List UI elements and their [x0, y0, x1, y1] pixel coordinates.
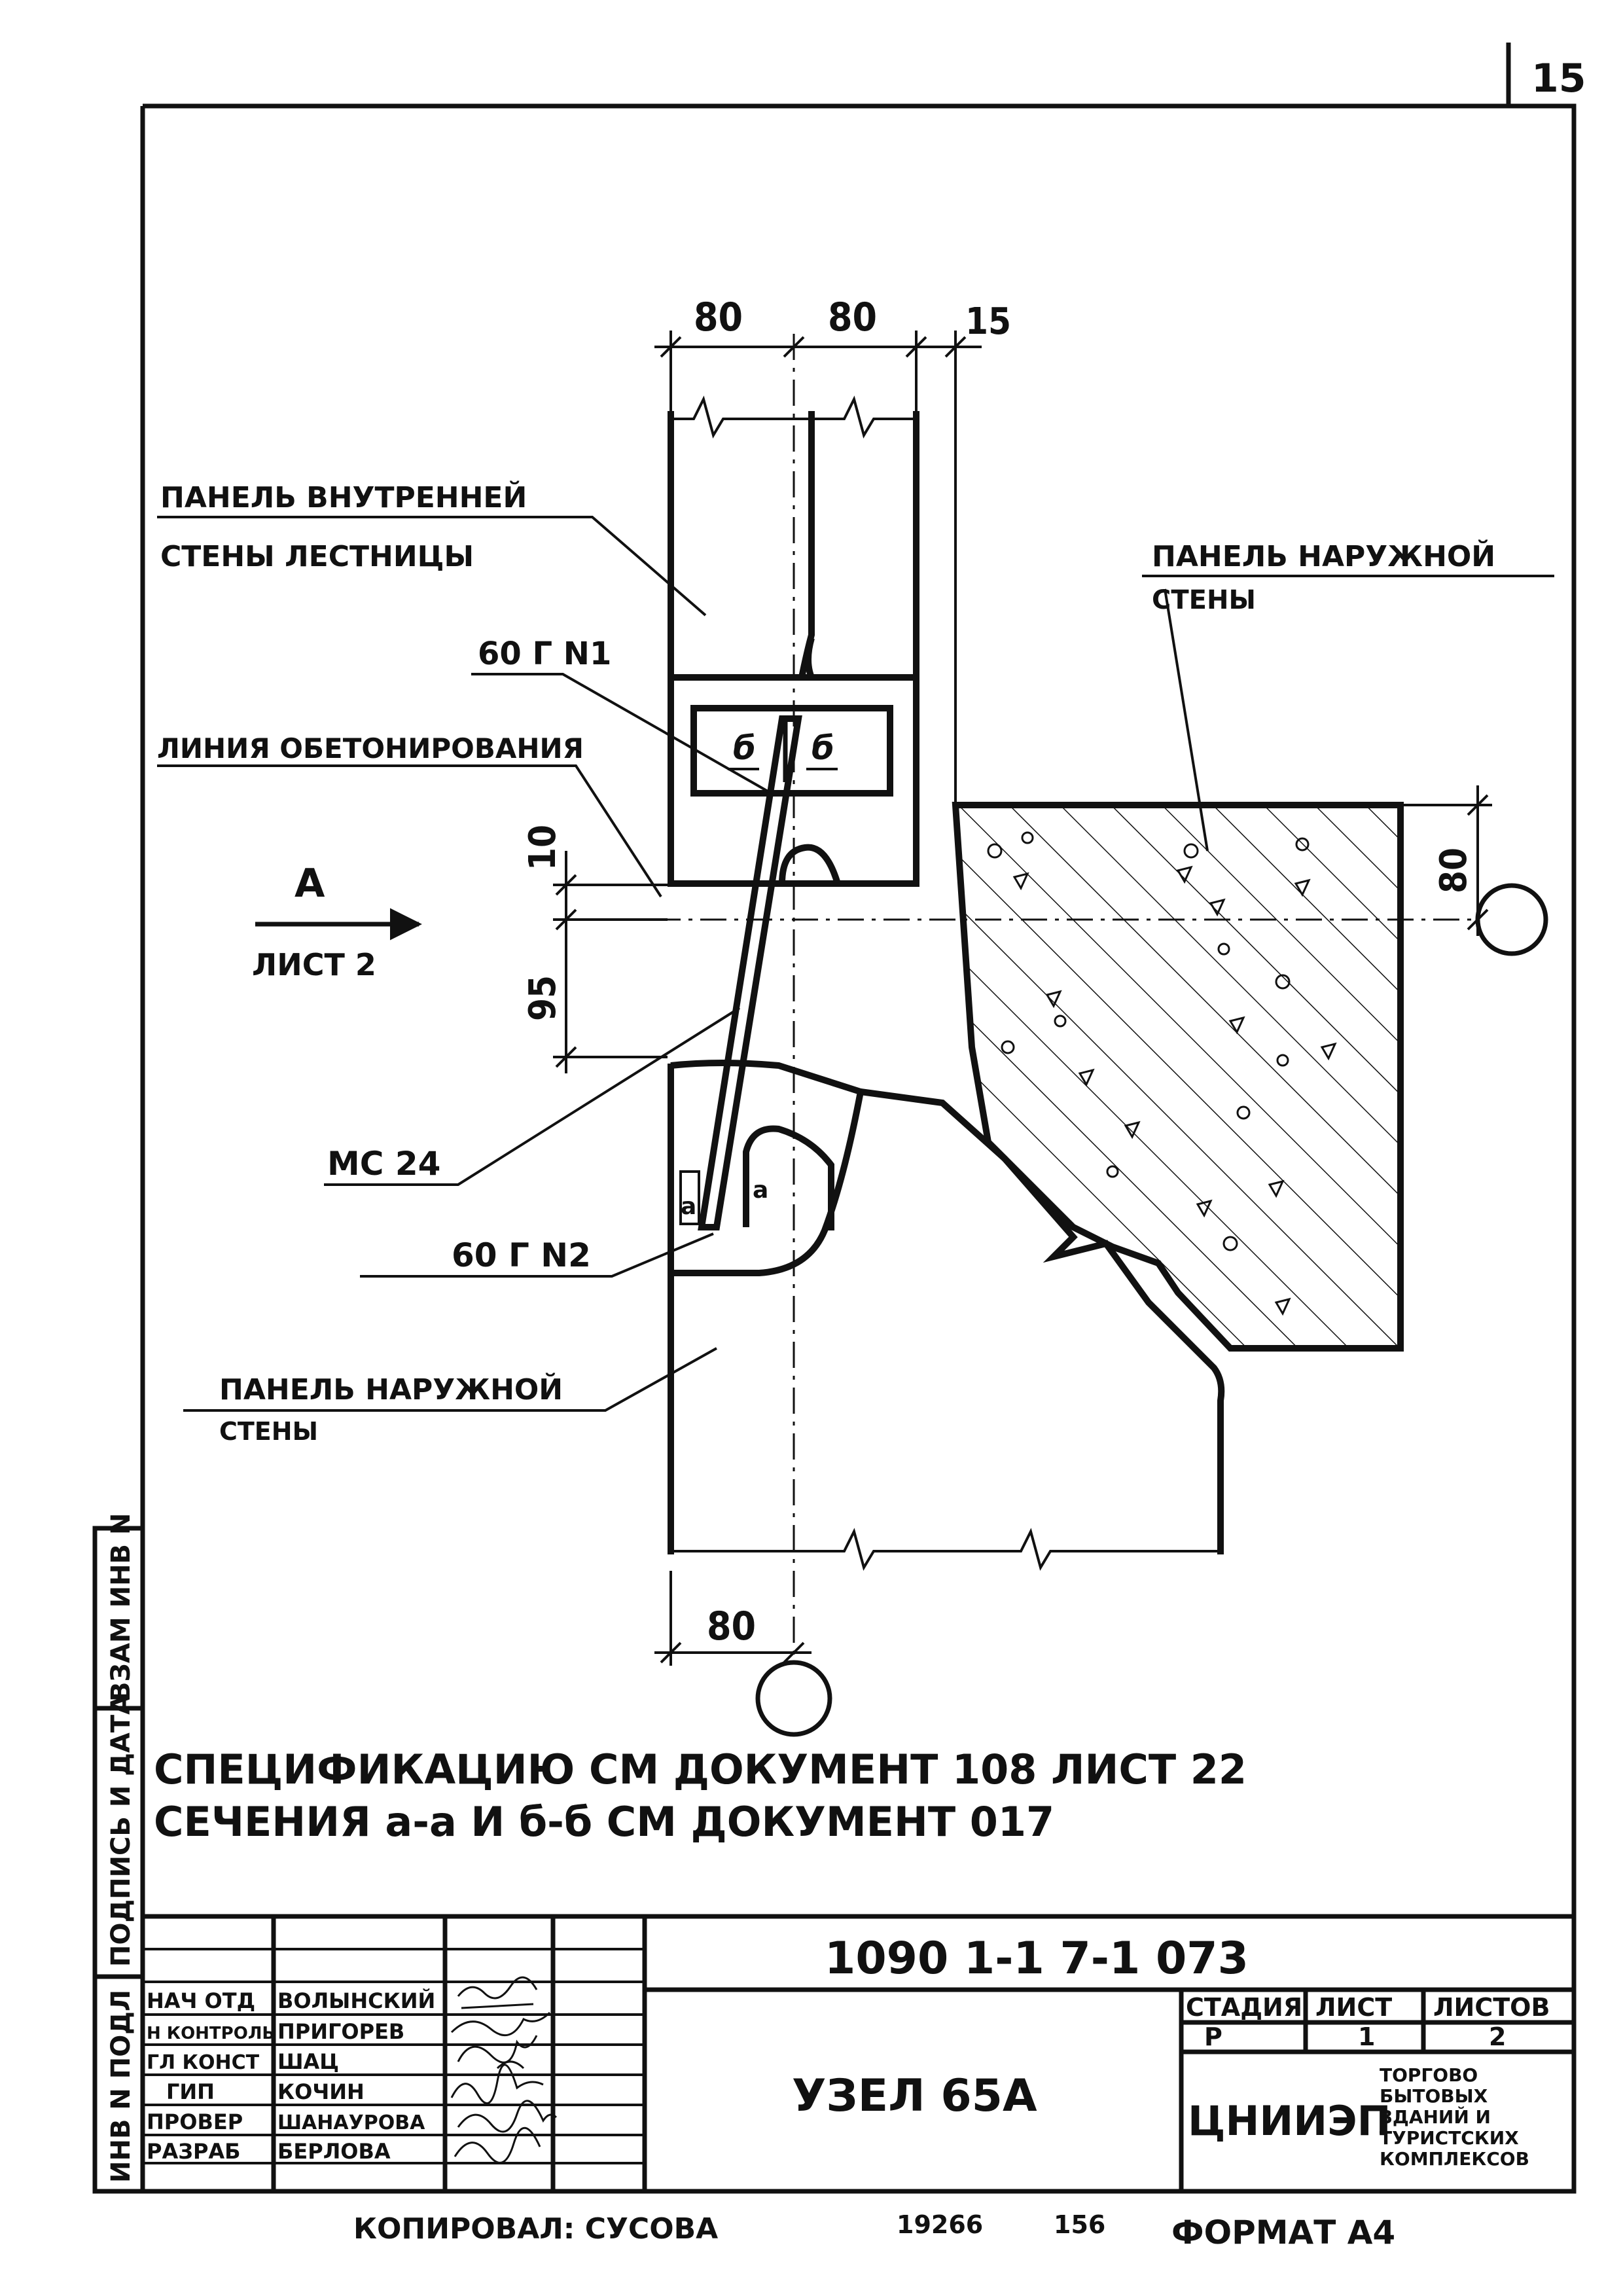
label-outer-panel-top-2: СТЕНЫ [1152, 585, 1256, 615]
label-60g-n2: 60 Г N2 [452, 1236, 591, 1274]
label-60g-n1: 60 Г N1 [478, 636, 611, 672]
org-sub-5: КОМПЛЕКСОВ [1380, 2148, 1529, 2170]
role-checked: ПРОВЕР [147, 2109, 243, 2134]
label-outer-panel-bottom-1: ПАНЕЛЬ НАРУЖНОЙ [219, 1372, 563, 1407]
outer-wall-panel-section [952, 802, 1404, 1352]
footer-format: ФОРМАТ А4 [1171, 2214, 1395, 2251]
label-outer-panel-top-1: ПАНЕЛЬ НАРУЖНОЙ [1152, 539, 1495, 573]
bottom-dimension-line [654, 1571, 812, 1666]
label-mc24: МС 24 [327, 1145, 440, 1183]
side-stamp-inventory: ИНВ N ПОДЛ [106, 1990, 136, 2183]
dim-right-80: 80 [1433, 848, 1475, 893]
dim-left-10: 10 [522, 825, 564, 870]
label-concreting-line: ЛИНИЯ ОБЕТОНИРОВАНИЯ [157, 732, 584, 764]
dim-bottom-80: 80 [707, 1604, 756, 1649]
sheet-header: ЛИСТ [1315, 1993, 1392, 2022]
sheets-header: ЛИСТОВ [1433, 1993, 1550, 2022]
section-a-right: а [753, 1177, 768, 1204]
dim-left-95: 95 [522, 975, 564, 1021]
stage-value: Р [1204, 2022, 1222, 2051]
name-developed: БЕРЛОВА [277, 2139, 391, 2164]
right-dimension-line [1467, 785, 1489, 936]
label-inner-panel-2: СТЕНЫ ЛЕСТНИЦЫ [160, 540, 474, 573]
leader-lines [157, 516, 1554, 1412]
footer-copied: КОПИРОВАЛ: СУСОВА [353, 2212, 718, 2246]
side-stamp-signature: ПОДПИСЬ И ДАТА [106, 1695, 136, 1967]
footer-num2: 156 [1054, 2210, 1105, 2239]
side-stamp [92, 1526, 145, 2194]
org-main: ЦНИИЭП [1188, 2097, 1391, 2145]
role-developed: РАЗРАБ [147, 2139, 241, 2164]
stage-header: СТАДИЯ [1186, 1993, 1302, 2022]
section-a-left: а [681, 1193, 696, 1220]
name-gip: КОЧИН [277, 2079, 365, 2104]
signatures [450, 1976, 558, 2164]
doc-code: 1090 1-1 7-1 073 [825, 1933, 1249, 1984]
axis-bubble-bottom [755, 1660, 832, 1737]
side-stamp-replace: ВЗАМ ИНВ N [106, 1513, 136, 1702]
note-specification: СПЕЦИФИКАЦИЮ СМ ДОКУМЕНТ 108 ЛИСТ 22 [154, 1746, 1247, 1793]
dim-top-right: 15 [965, 300, 1011, 343]
sheet-number: 15 [1531, 56, 1586, 101]
section-b-left: б [733, 729, 756, 767]
name-checked: ШАНАУРОВА [277, 2111, 425, 2134]
outer-wall-panel-lower [668, 1060, 1225, 1571]
name-norm-control: ПРИГОРЕВ [277, 2019, 404, 2044]
name-chief-constr: ШАЦ [277, 2049, 339, 2074]
title-block [140, 1914, 1577, 2194]
name-head-dept: ВОЛЫНСКИЙ [277, 1988, 435, 2013]
role-gip: ГИП [166, 2079, 215, 2104]
dim-top-left: 80 [694, 295, 743, 340]
drawing-title: УЗЕЛ 65А [792, 2070, 1037, 2122]
role-chief-constr: ГЛ КОНСТ [147, 2051, 260, 2074]
top-dimension-line [654, 331, 982, 808]
left-dimension-line [553, 851, 668, 1073]
org-sub-4: ТУРИСТСКИХ [1380, 2127, 1519, 2149]
dim-top-mid: 80 [828, 295, 877, 340]
org-sub-1: ТОРГОВО [1380, 2064, 1478, 2086]
embedded-block [668, 677, 919, 887]
role-norm-control: Н КОНТРОЛЬ [147, 2024, 275, 2043]
section-b-right: б [812, 729, 834, 767]
org-sub-2: БЫТОВЫХ [1380, 2085, 1488, 2107]
label-view-a: А [294, 861, 325, 906]
sheet-frame [140, 43, 1577, 1916]
org-sub-3: ЗДАНИЙ И [1380, 2106, 1491, 2128]
label-inner-panel-1: ПАНЕЛЬ ВНУТРЕННЕЙ [160, 480, 527, 514]
sheet-value: 1 [1358, 2022, 1375, 2051]
note-sections: СЕЧЕНИЯ а-а И б-б СМ ДОКУМЕНТ 017 [154, 1798, 1054, 1846]
role-head-dept: НАЧ ОТД [147, 1988, 255, 2013]
label-view-a-sheet: ЛИСТ 2 [252, 947, 376, 982]
sheets-value: 2 [1489, 2022, 1506, 2051]
axis-bubble-right [1475, 883, 1548, 956]
label-outer-panel-bottom-2: СТЕНЫ [219, 1417, 318, 1446]
footer-num1: 19266 [897, 2210, 983, 2239]
